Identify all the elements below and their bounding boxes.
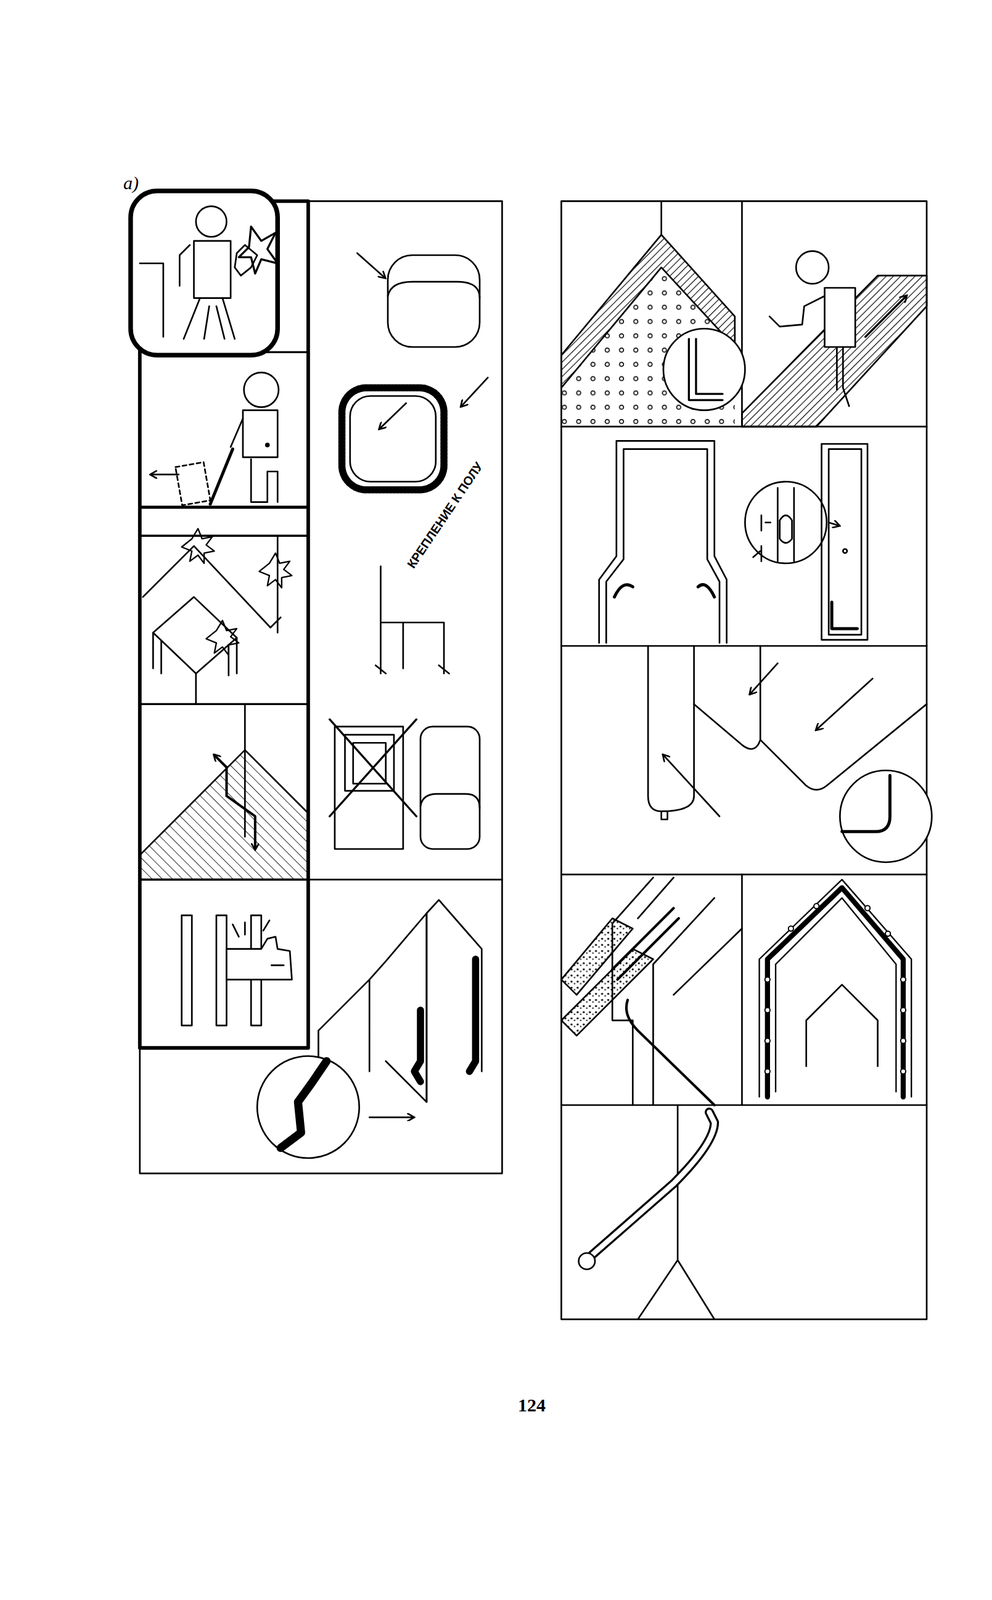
page-number: 124 [516, 1395, 547, 1416]
panel-letter: а) [122, 172, 140, 193]
